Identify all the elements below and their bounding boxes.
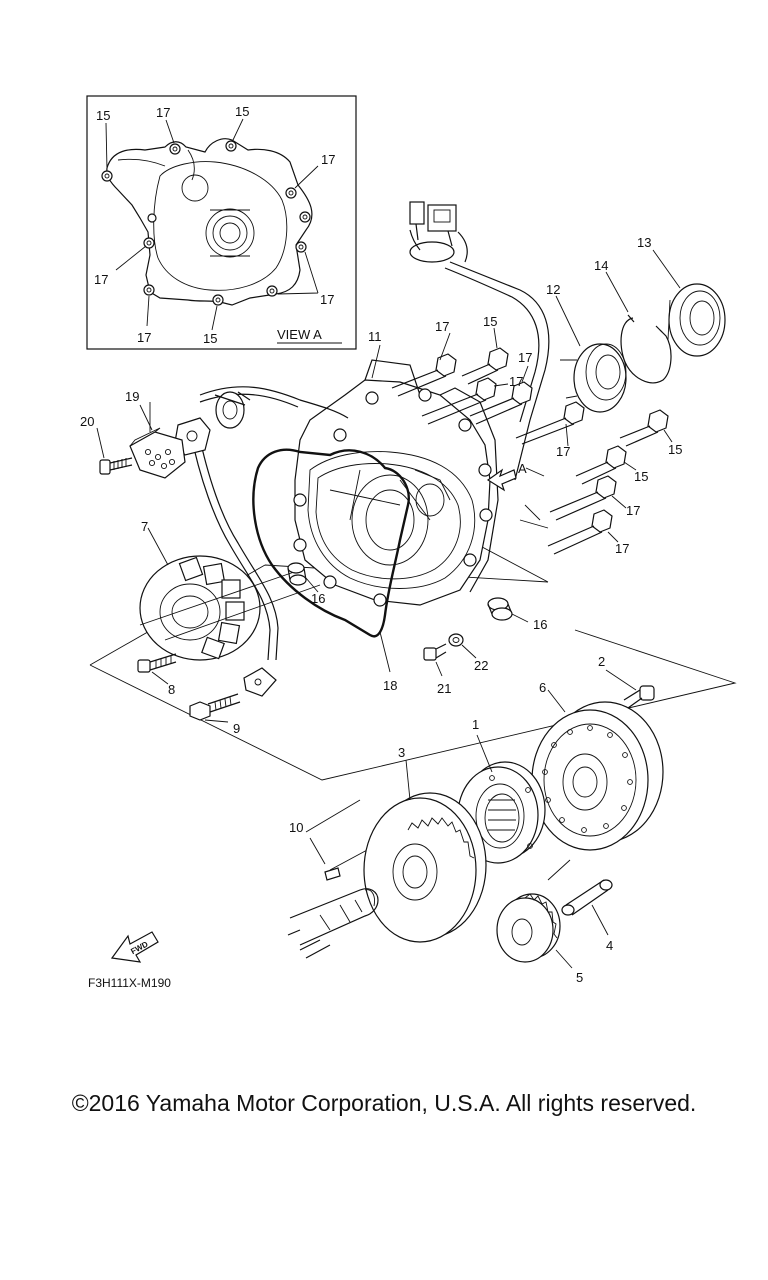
callout-7: 7 [141,519,148,534]
bolt-8 [137,653,177,685]
washer-22 [448,633,477,659]
callout-4: 4 [606,938,613,953]
callout-15-right-lower: 15 [634,469,648,484]
view-a-arrow-label: A [518,461,527,476]
view-a-callout-15-bottom: 15 [203,331,217,346]
copyright-notice: ©2016 Yamaha Motor Corporation, U.S.A. A… [71,1090,697,1116]
callout-17-top: 17 [435,319,449,334]
callout-17-upper: 17 [518,350,532,365]
callouts: 1 2 3 4 5 6 7 8 9 10 11 12 13 14 15 15 1… [80,235,682,985]
bearing-12 [555,295,627,413]
view-a-frame [86,95,357,350]
crankshaft [287,888,379,959]
view-a-callout-15-top: 15 [235,104,249,119]
view-a-callout-17-left: 17 [94,272,108,287]
callout-8: 8 [168,682,175,697]
gasket [252,448,410,638]
callout-17-center: 17 [556,444,570,459]
stator [139,527,321,661]
rotor-6 [531,689,664,851]
callout-1: 1 [472,717,479,732]
callout-22: 22 [474,658,488,673]
dowel-16-right [487,597,529,623]
clutch-1 [457,734,546,864]
screw-20 [96,427,133,475]
view-a-arrow [486,468,517,492]
view-a-callout-17-right: 17 [321,152,335,167]
view-a-inset: 15 17 15 17 17 17 17 15 VIEW A [86,95,357,350]
seal-13 [652,249,726,357]
view-a-bolt-holes [101,140,311,306]
gear-5 [496,893,573,969]
callout-leaders [139,344,545,673]
callout-2: 2 [598,654,605,669]
callout-20: 20 [80,414,94,429]
callout-16-right: 16 [533,617,547,632]
screw-21 [423,643,447,677]
callout-10: 10 [289,820,303,835]
view-a-center-ring [205,208,255,258]
callout-19: 19 [125,389,139,404]
callout-14: 14 [594,258,608,273]
callout-9: 9 [233,721,240,736]
diagram-code: F3H111X-M190 [88,976,171,990]
callout-12: 12 [546,282,560,297]
callout-18: 18 [383,678,397,693]
shaft-4 [561,879,613,936]
callout-17-right: 17 [626,503,640,518]
circlip-14 [605,271,672,384]
view-a-callout-17-top-left: 17 [156,105,170,120]
callout-11: 11 [368,329,382,344]
view-a-cover-outline [106,138,313,306]
wire-harness [174,201,550,697]
callout-13: 13 [637,235,651,250]
view-a-leaders [105,118,319,331]
callout-15-right: 15 [668,442,682,457]
view-a-cover-rib [117,149,195,181]
bolt-9 [189,693,241,723]
callout-16-left: 16 [311,591,325,606]
bolts-right [391,327,673,555]
view-a-title: VIEW A [277,327,322,342]
view-a-callout-17-bottom-right: 17 [320,292,334,307]
key-10 [309,837,341,881]
parts-diagram: 15 17 15 17 17 17 17 15 VIEW A [80,95,737,990]
dowel-16-left [287,562,319,593]
crankcase-cover [293,359,499,607]
callout-17-mid: 17 [509,374,523,389]
fwd-arrow-icon: FWD [110,931,159,963]
view-a-callout-17-bottom-left: 17 [137,330,151,345]
callout-15-top: 15 [483,314,497,329]
callout-17-lower: 17 [615,541,629,556]
callout-6: 6 [539,680,546,695]
pulser-bracket [129,402,186,479]
gear-3 [363,759,487,943]
screw-2 [605,669,655,709]
view-a-callout-15-top-left: 15 [96,108,110,123]
callout-3: 3 [398,745,405,760]
view-a-boss [181,174,209,202]
view-a-cover-inner [153,161,288,291]
callout-5: 5 [576,970,583,985]
callout-21: 21 [437,681,451,696]
